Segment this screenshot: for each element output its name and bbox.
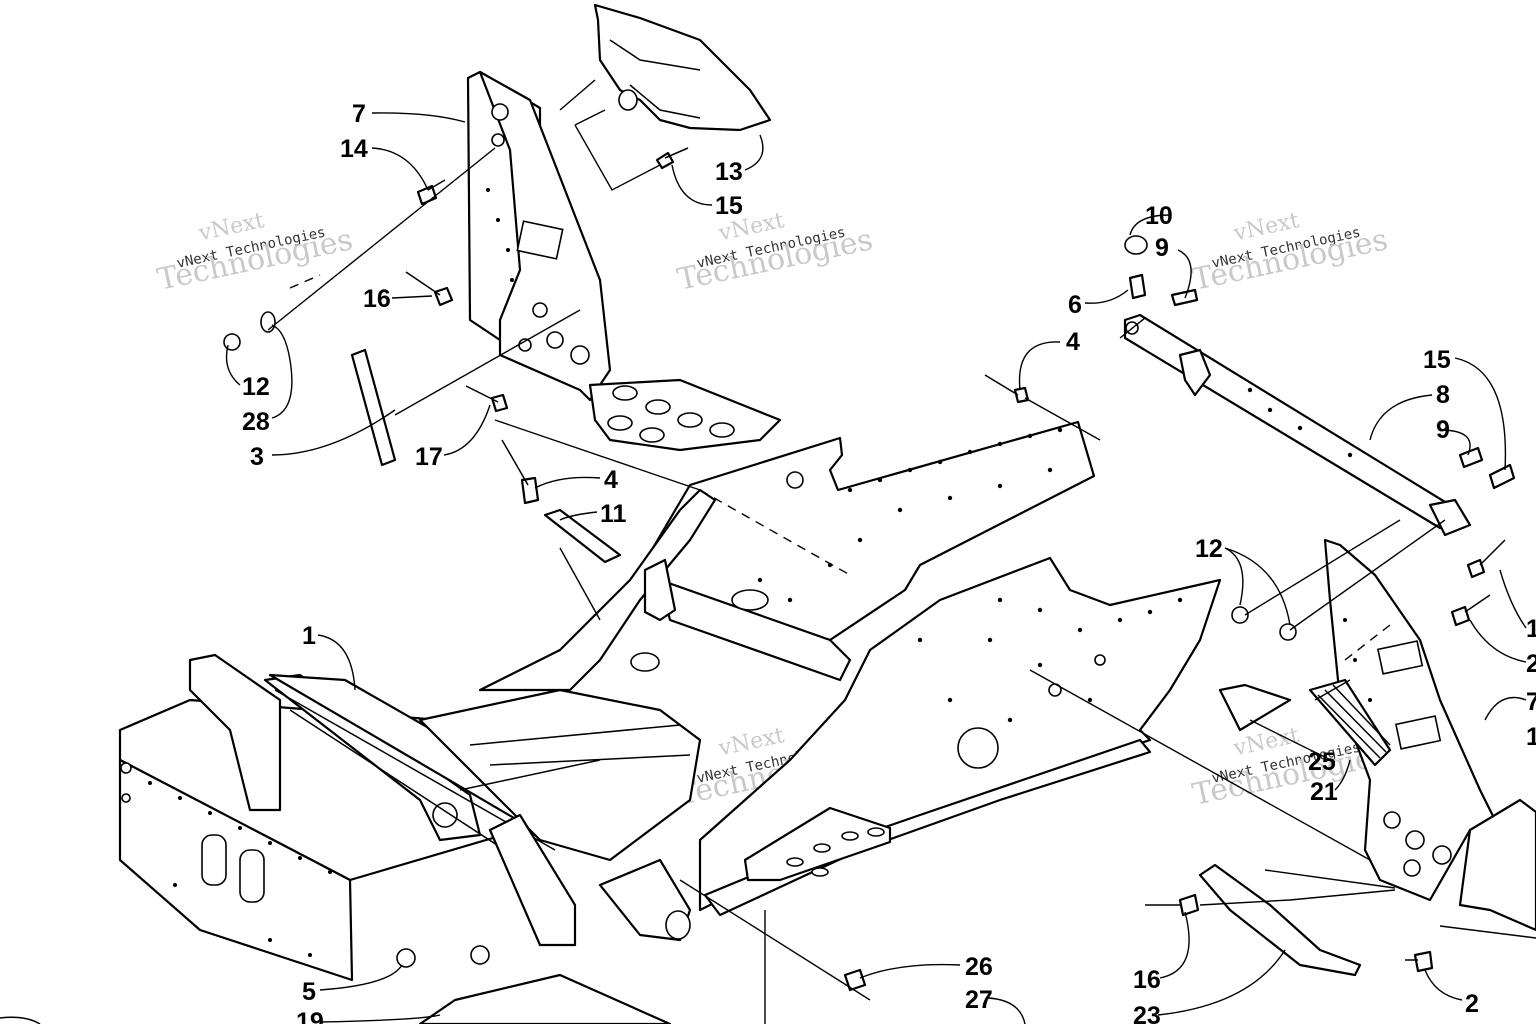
callout-14: 14: [340, 135, 368, 163]
shock-bushing: [432, 802, 458, 828]
port-center: [731, 589, 769, 611]
callout-2-lower: 2: [1465, 990, 1479, 1018]
bushing-center: [630, 652, 660, 672]
gusset-slots: [786, 827, 885, 877]
front-cross-member: [459, 724, 691, 791]
cap-10: [1124, 235, 1148, 255]
callout-26: 26: [965, 953, 993, 981]
skid-plate-19: [418, 973, 672, 1024]
callout-7: 7: [352, 100, 366, 128]
right-footrest: [1458, 798, 1536, 932]
chassis-drawing: [0, 3, 1536, 1024]
washer-28: [260, 311, 276, 333]
callout-labels: 7 14 13 15 16 12 28 3 17 4 11 1 5 19 10 …: [242, 100, 1536, 1024]
nut-12b: [1231, 606, 1249, 624]
steering-tube-cap: [643, 558, 677, 622]
rivet-2r: [1450, 605, 1471, 627]
callout-8: 8: [1436, 381, 1450, 409]
handlebar-post: [350, 348, 397, 467]
dash-port: [618, 89, 638, 111]
callout-16: 16: [363, 285, 391, 313]
callout-13: 13: [715, 158, 743, 186]
front-lower-block: [488, 813, 577, 947]
callout-6: 6: [1068, 291, 1082, 319]
rivet-17: [490, 393, 509, 413]
footrest-left-holes: [607, 385, 735, 443]
callout-12-right: 12: [1195, 535, 1223, 563]
nut-12c: [1279, 623, 1297, 641]
right-panel-holes: [917, 597, 1183, 769]
callout-1: 1: [302, 622, 316, 650]
cross-bar-holes: [1125, 321, 1472, 537]
steering-frame-left: [478, 488, 717, 692]
shock-mount-left: [188, 653, 282, 812]
callout-1-right: 1: [1526, 615, 1536, 643]
screw-15b: [1488, 463, 1516, 490]
callout-15: 15: [715, 192, 743, 220]
callout-10: 10: [1145, 202, 1173, 230]
callout-4: 4: [604, 466, 618, 494]
small-bracket-21: [1218, 683, 1292, 732]
tunnel-rear-holes: [757, 427, 1063, 603]
grommet-5a: [396, 948, 416, 968]
callout-23: 23: [1133, 1002, 1161, 1024]
rivet-2b: [1413, 950, 1434, 973]
callout-11: 11: [600, 500, 627, 528]
front-bulkhead-face: [118, 758, 354, 982]
callout-1-right-lower: 1: [1526, 723, 1536, 751]
corner-arc: [0, 1016, 41, 1024]
steering-support-holes: [486, 103, 590, 365]
nut-12a: [223, 333, 241, 351]
mesh-lines: [1314, 679, 1391, 759]
callout-leaders: [225, 112, 1527, 1024]
callout-9-right: 9: [1436, 416, 1450, 444]
callout-17: 17: [415, 443, 443, 471]
callout-5: 5: [302, 978, 316, 1006]
grommet-6: [1128, 273, 1147, 300]
watermark-2: vNext vNext Technologies Technologies: [674, 208, 875, 298]
screw-9b: [1458, 446, 1484, 469]
callout-9: 9: [1155, 234, 1169, 262]
callout-16-lower: 16: [1133, 966, 1161, 994]
bulkhead-rivets: [120, 762, 332, 957]
front-tube-end: [665, 910, 691, 940]
tunnel-floor: [418, 688, 702, 862]
callout-28: 28: [242, 408, 270, 436]
cross-bar: [1123, 313, 1457, 530]
callout-25: 25: [1308, 748, 1336, 776]
dash-panel-detail: [609, 39, 701, 119]
right-support-holes: [1343, 618, 1452, 877]
callout-7-right: 7: [1526, 688, 1536, 716]
callout-3: 3: [250, 443, 264, 471]
rivet-16a: [433, 286, 454, 307]
callout-19: 19: [296, 1008, 324, 1024]
bulkhead-slots: [201, 834, 265, 903]
callout-27: 27: [965, 986, 993, 1014]
callout-15-right: 15: [1423, 346, 1451, 374]
mesh-grille: [1308, 678, 1392, 767]
callout-12: 12: [242, 373, 270, 401]
watermark-1: vNext vNext Technologies Technologies: [154, 208, 355, 298]
slot-plate-11: [543, 508, 622, 564]
lower-bracket-23: [1198, 863, 1362, 977]
assembly-lines: [267, 79, 1536, 1024]
callout-2-right: 2: [1526, 650, 1536, 678]
callout-4-right: 4: [1066, 328, 1080, 356]
watermark-3: vNext vNext Technologies Technologies: [1189, 208, 1390, 298]
rivet-4a: [520, 476, 540, 505]
rivet-16b: [1178, 893, 1200, 917]
grommet-5b: [470, 945, 490, 965]
callout-21: 21: [1310, 778, 1338, 806]
clip-26: [843, 968, 867, 992]
